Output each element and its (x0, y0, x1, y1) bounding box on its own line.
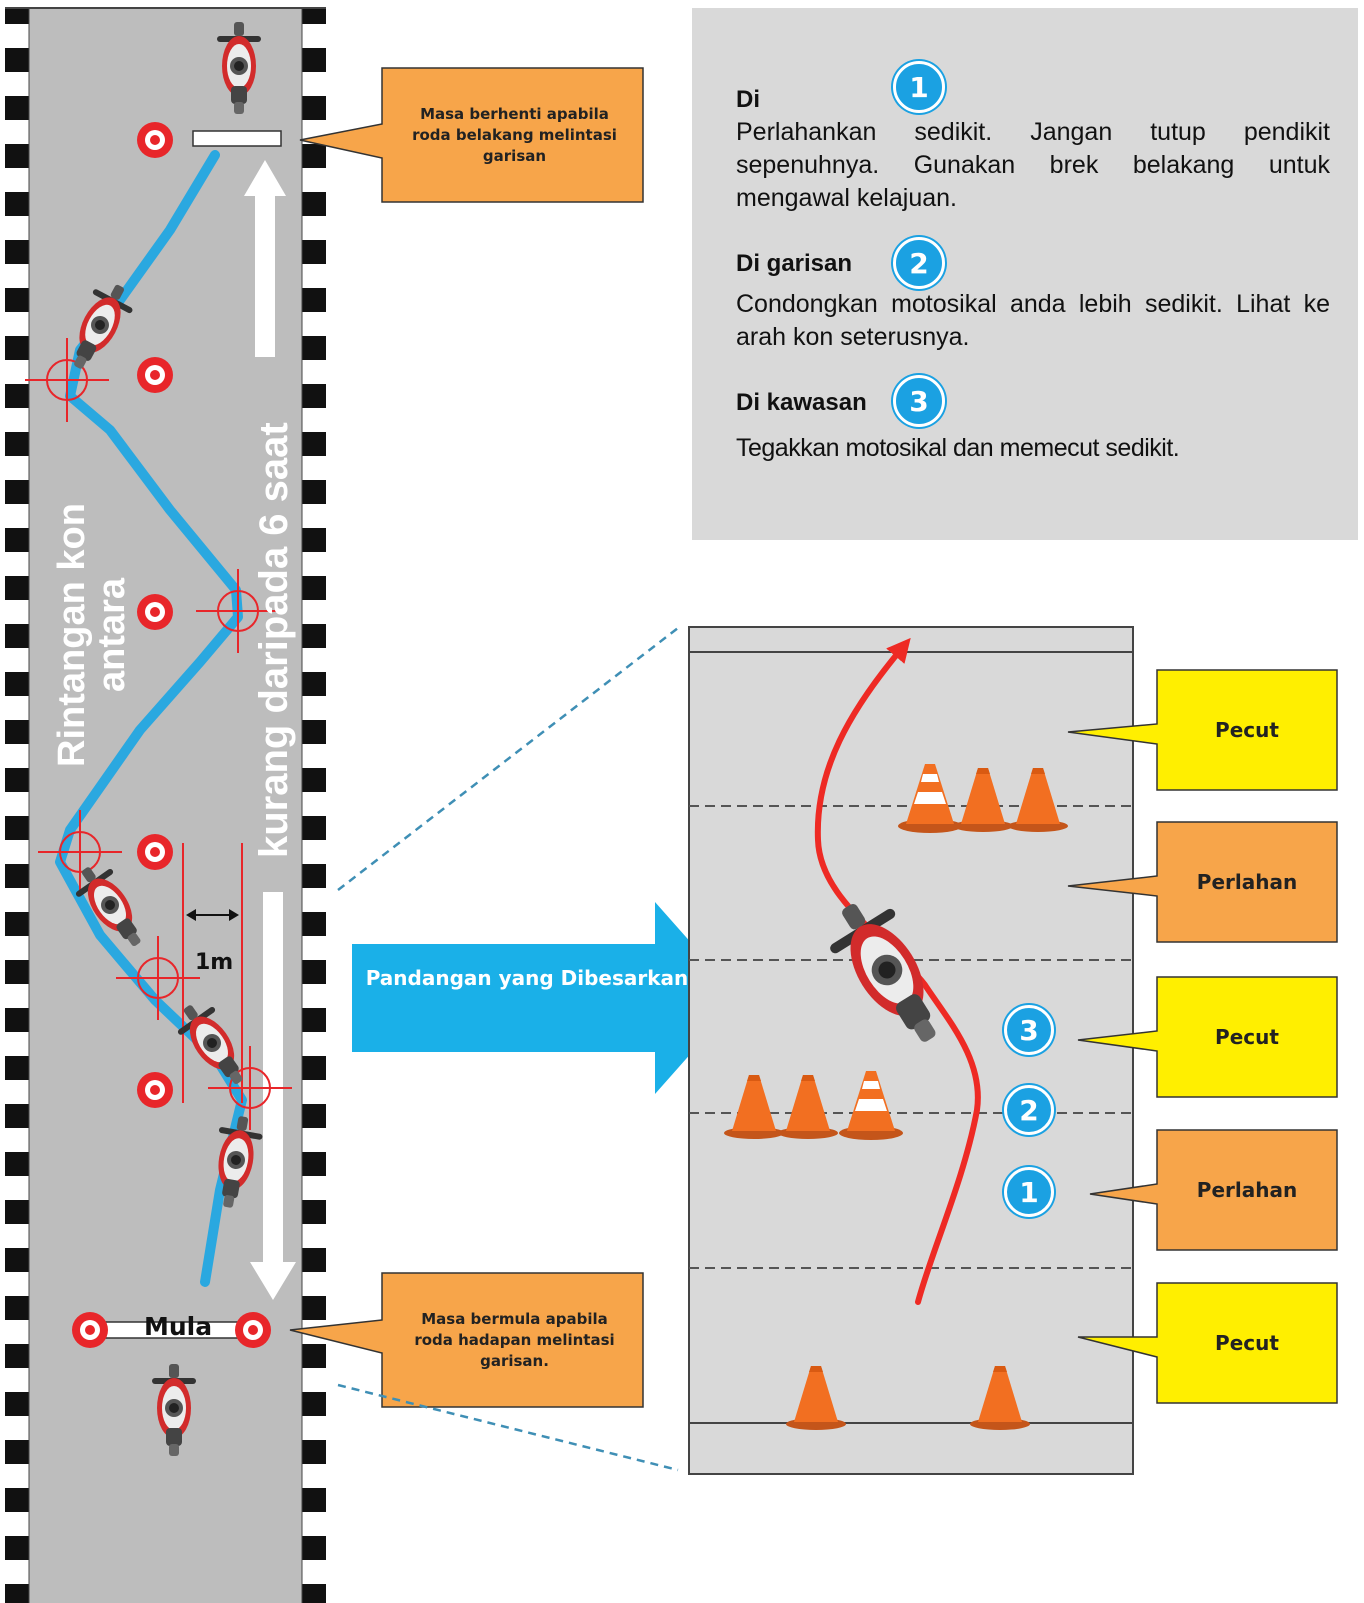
cone-marker (137, 594, 173, 630)
zone-label-slow: Perlahan (1196, 870, 1298, 894)
zone-callout (1077, 1282, 1338, 1404)
info-panel (692, 8, 1358, 540)
zone-label-accelerate: Pecut (1215, 1025, 1279, 1049)
zoom-connector (337, 1383, 679, 1472)
step-badge-2: 2 (893, 237, 945, 289)
cone-marker (72, 1312, 108, 1348)
step-text: Perlahankan sedikit. Jangan tutup pendik… (736, 118, 1330, 212)
zone-callout (1089, 1129, 1338, 1251)
cone-marker (137, 122, 173, 158)
zone-label-slow: Perlahan (1196, 1178, 1298, 1202)
start-callout-text: Masa bermula apabila roda hadapan melint… (414, 1309, 615, 1370)
cone-marker (137, 1072, 173, 1108)
start-label: Mula (144, 1312, 213, 1341)
cone-marker (137, 357, 173, 393)
zoom-road (688, 626, 1134, 1475)
red-path (814, 637, 981, 1305)
zone-label-accelerate: Pecut (1215, 1331, 1279, 1355)
time-label: kurang daripada 6 saat (252, 422, 296, 858)
step-text: Tegakkan motosikal dan memecut sedikit. (736, 434, 1180, 462)
zoom-arrow (352, 902, 740, 1094)
cone-marker (235, 1312, 271, 1348)
distance-measure (182, 843, 243, 1103)
track-border-right (302, 8, 326, 1603)
step-heading: Di kawasan (736, 389, 867, 416)
finish-line (192, 130, 282, 147)
down-arrow (250, 892, 296, 1300)
zoom-arrow-label: Pandangan yang Dibesarkan (365, 966, 689, 990)
zone-callout (1077, 976, 1338, 1098)
zone-callout (1067, 821, 1338, 943)
step-badge-3: 3 (893, 375, 945, 427)
distance-label: 1m (195, 950, 234, 975)
cone-marker (137, 834, 173, 870)
zone-label-accelerate: Pecut (1215, 718, 1279, 742)
zone-marker-2: 2 (1004, 1085, 1054, 1135)
step-heading: Di (736, 86, 760, 113)
step-text: Condongkan motosikal anda lebih sedikit.… (736, 290, 1330, 351)
zone-marker-3: 3 (1004, 1005, 1054, 1055)
zone-marker-1: 1 (1004, 1167, 1054, 1217)
step-badge-1: 1 (893, 61, 945, 113)
up-arrow (244, 160, 286, 357)
start-callout-box (289, 1272, 644, 1408)
zoom-connector (337, 627, 679, 891)
stop-callout-text: Masa berhenti apabila roda belakang meli… (412, 104, 617, 165)
obstacle-label: Rintangan kon antara (51, 503, 133, 767)
step-heading: Di garisan (736, 250, 853, 277)
stop-callout-box (299, 67, 644, 203)
zone-callout (1067, 669, 1338, 791)
track-border-left (5, 8, 29, 1603)
